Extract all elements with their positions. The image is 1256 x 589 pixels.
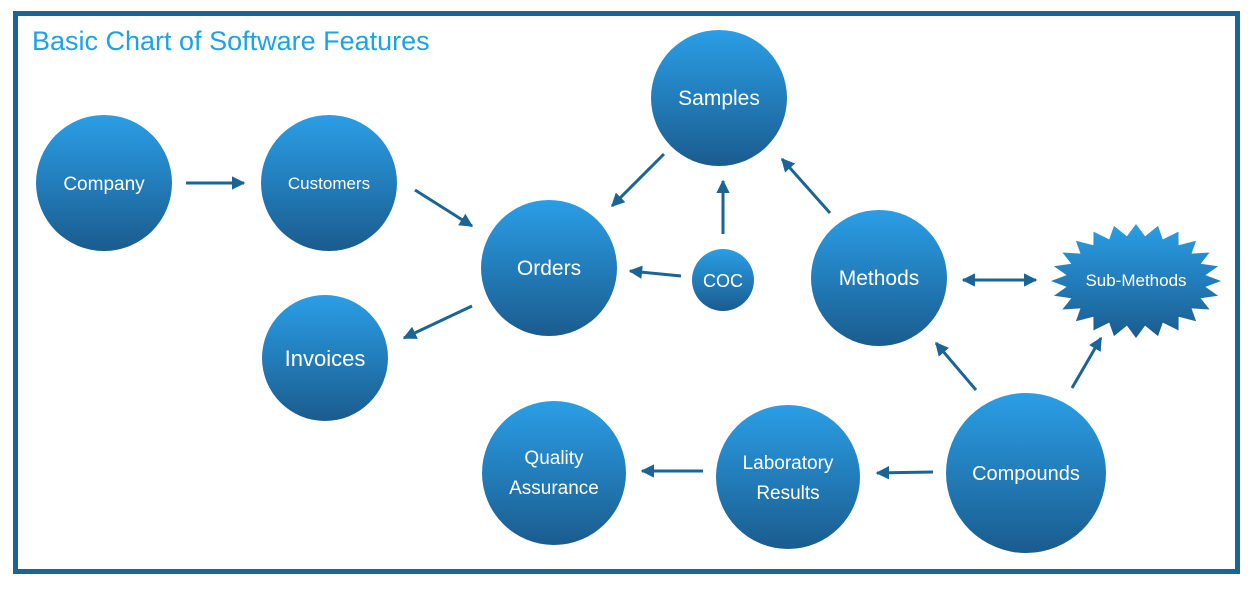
node-customers-label: Customers [288,174,370,193]
node-laboratory-results-label-line2: Results [756,483,819,504]
node-orders-circle [481,200,617,336]
node-company-label: Company [63,174,145,195]
edge-orders-invoices [402,304,473,340]
node-samples: Samples [651,30,787,166]
diagram-frame [13,11,1240,574]
node-quality-assurance: Quality Assurance [482,401,626,545]
node-methods-circle [811,210,947,346]
node-laboratory-results-label-line1: Laboratory [743,453,834,474]
node-compounds-circle [946,393,1106,553]
node-invoices-label: Invoices [285,346,366,371]
node-customers: Customers [261,115,397,251]
node-company-circle [36,115,172,251]
node-invoices: Invoices [262,295,388,421]
node-coc-label: COC [703,271,743,291]
node-sub-methods-label: Sub-Methods [1085,271,1186,290]
node-quality-assurance-label-line1: Quality [524,448,584,469]
node-compounds-label: Compounds [972,463,1080,485]
node-invoices-circle [262,295,388,421]
node-quality-assurance-circle [482,401,626,545]
node-methods: Methods [811,210,947,346]
edge-compounds-labresults [875,466,934,480]
edge-methods-samples [780,157,832,214]
node-company: Company [36,115,172,251]
node-orders-label: Orders [517,257,581,280]
node-orders: Orders [481,200,617,336]
edge-coc-orders [628,265,682,279]
edge-compounds-submethods [1070,336,1103,389]
node-coc: COC [692,249,754,311]
edge-compounds-methods [934,341,978,391]
edges [186,152,1103,480]
node-samples-circle [651,30,787,166]
node-sub-methods: Sub-Methods [1051,224,1221,338]
node-methods-label: Methods [839,267,920,290]
node-compounds: Compounds [946,393,1106,553]
edge-samples-orders [610,152,666,208]
node-laboratory-results: Laboratory Results [716,405,860,549]
node-sub-methods-starburst [1051,224,1221,338]
diagram-title: Basic Chart of Software Features [32,26,430,56]
node-customers-circle [261,115,397,251]
node-quality-assurance-label-line2: Assurance [509,478,599,499]
node-samples-label: Samples [678,87,760,110]
node-coc-circle [692,249,754,311]
node-laboratory-results-circle [716,405,860,549]
edge-customers-orders [414,188,474,228]
